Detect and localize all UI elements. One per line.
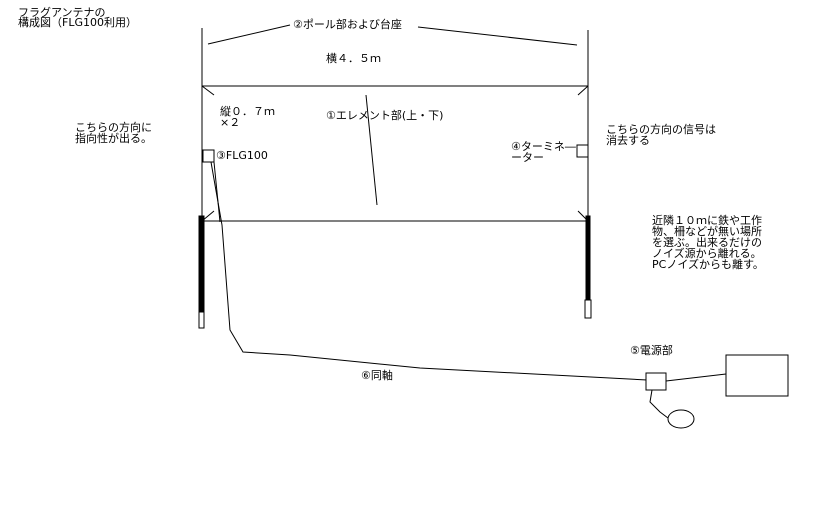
flg100-box bbox=[202, 149, 215, 163]
height-label-line2: ×２ bbox=[220, 116, 241, 129]
site-note-line3: を選ぶ。出来るだけの bbox=[652, 236, 762, 249]
width-label: 横４．５ｍ bbox=[326, 52, 381, 65]
power-plug bbox=[667, 409, 695, 429]
site-note-line1: 近隣１０ｍに鉄や工作 bbox=[652, 214, 762, 227]
left-pole-base bbox=[198, 215, 205, 313]
site-note-line5: PCノイズからも離す。 bbox=[652, 258, 764, 271]
terminator-box bbox=[576, 144, 589, 158]
right-pole-foot bbox=[584, 299, 592, 319]
flg100-feed-wire bbox=[213, 161, 221, 223]
diagram-title-line2: 構成図（FLG100利用） bbox=[18, 16, 137, 29]
direction-left-line1: こちらの方向に bbox=[75, 121, 152, 134]
left-pole-foot bbox=[198, 311, 205, 329]
direction-right-line1: こちらの方向の信号は bbox=[606, 123, 716, 136]
element-lower-left-tie bbox=[201, 210, 215, 222]
right-pole-base bbox=[585, 215, 591, 301]
height-label-line1: 縦０．７ｍ bbox=[220, 105, 275, 118]
site-note-line4: ノイズ源から離れる。 bbox=[652, 247, 762, 260]
direction-left-line2: 指向性が出る。 bbox=[75, 132, 152, 145]
pole-label-leader-right bbox=[417, 26, 578, 46]
coax-label: ⑥同軸 bbox=[361, 369, 393, 382]
element-label-leader bbox=[365, 94, 378, 206]
direction-right-line2: 消去する bbox=[606, 134, 650, 147]
element-upper-right-tie bbox=[577, 85, 589, 96]
pole-label-leader-left bbox=[207, 24, 291, 45]
power-cord bbox=[649, 389, 669, 419]
power-unit-box bbox=[645, 372, 667, 391]
terminator-label-line1: ④ターミネ― bbox=[511, 140, 576, 153]
element-label: ①エレメント部(上・下) bbox=[326, 109, 444, 122]
site-note-line2: 物、柵などが無い場所 bbox=[652, 225, 762, 238]
pole-and-base-label: ②ポール部および台座 bbox=[293, 18, 402, 31]
terminator-label-line2: ーター bbox=[511, 151, 544, 164]
diagram-title-line1: フラグアンテナの bbox=[18, 6, 106, 19]
equipment-box bbox=[725, 354, 789, 397]
power-unit-label: ⑤電源部 bbox=[630, 344, 673, 357]
power-to-equipment-wire bbox=[665, 373, 727, 382]
coax-cable bbox=[210, 161, 648, 381]
element-upper-left-tie bbox=[201, 85, 215, 96]
element-lower-right-tie bbox=[577, 210, 589, 222]
flg100-label: ③FLG100 bbox=[216, 149, 268, 162]
